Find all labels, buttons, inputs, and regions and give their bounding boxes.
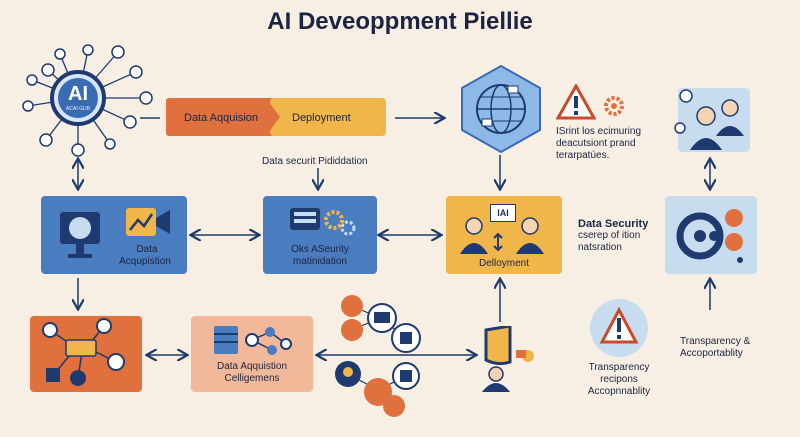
server-icon — [290, 208, 356, 236]
collection-card — [191, 316, 313, 392]
network-icon — [42, 318, 125, 386]
warning-icon — [556, 84, 596, 120]
acquisition-label-1: Data — [136, 244, 158, 255]
data-security-title: Data Security — [578, 218, 649, 230]
warning-desc-1: ISrint los ecimuring — [556, 126, 642, 137]
collection-label-1: Data Aqquistion — [216, 361, 288, 372]
security-card — [263, 196, 377, 274]
icon-cluster — [335, 295, 421, 417]
gear-icon — [604, 96, 624, 116]
page-title: AI Deveoppment Piellie — [267, 8, 533, 35]
people-icon — [674, 89, 744, 150]
security-label-1: Oks ASeurity — [291, 244, 349, 255]
transparency-left-3: Accopnnablity — [587, 386, 651, 397]
cloud-icon — [676, 209, 743, 263]
deployment-board: IAI — [490, 204, 516, 222]
security-label-2: matinidation — [293, 256, 347, 267]
hub-sublabel: ACAI GUB — [66, 106, 90, 112]
deployment-label: Delloyment — [478, 258, 530, 269]
hub-label: AI — [68, 83, 88, 105]
data-security-desc-1: cserep of ition — [578, 230, 641, 241]
people-deploy-icon — [460, 217, 544, 254]
globe-hexagon — [461, 64, 541, 154]
security-note: Data securit Pididdation — [262, 156, 368, 167]
warning-desc-3: terarpatúes. — [556, 150, 610, 161]
transparency-right-1: Transparency & — [680, 336, 751, 347]
banner-right — [270, 98, 386, 136]
data-security-desc-2: natsration — [578, 242, 622, 253]
acquisition-label-2: Acqupistion — [119, 256, 171, 267]
transparency-left-2: recipons — [600, 374, 638, 385]
transparency-warning-icon — [590, 299, 648, 357]
collection-label-2: Celligemens — [224, 373, 280, 384]
monitor-icon — [60, 212, 100, 258]
banner-left — [166, 98, 278, 136]
shield-user-icon — [482, 326, 534, 392]
transparency-left-1: Transparency — [588, 362, 650, 373]
transparency-right-2: Accoportablity — [680, 348, 743, 359]
ai-hub-network — [22, 44, 153, 157]
banner-chevron — [266, 98, 280, 136]
camera-icon — [126, 208, 170, 236]
banner-right-label: Deployment — [292, 112, 351, 124]
database-icon — [214, 326, 292, 355]
warning-desc-2: deacutsiont prand — [556, 138, 636, 149]
banner-left-label: Data Aqquision — [184, 112, 258, 124]
